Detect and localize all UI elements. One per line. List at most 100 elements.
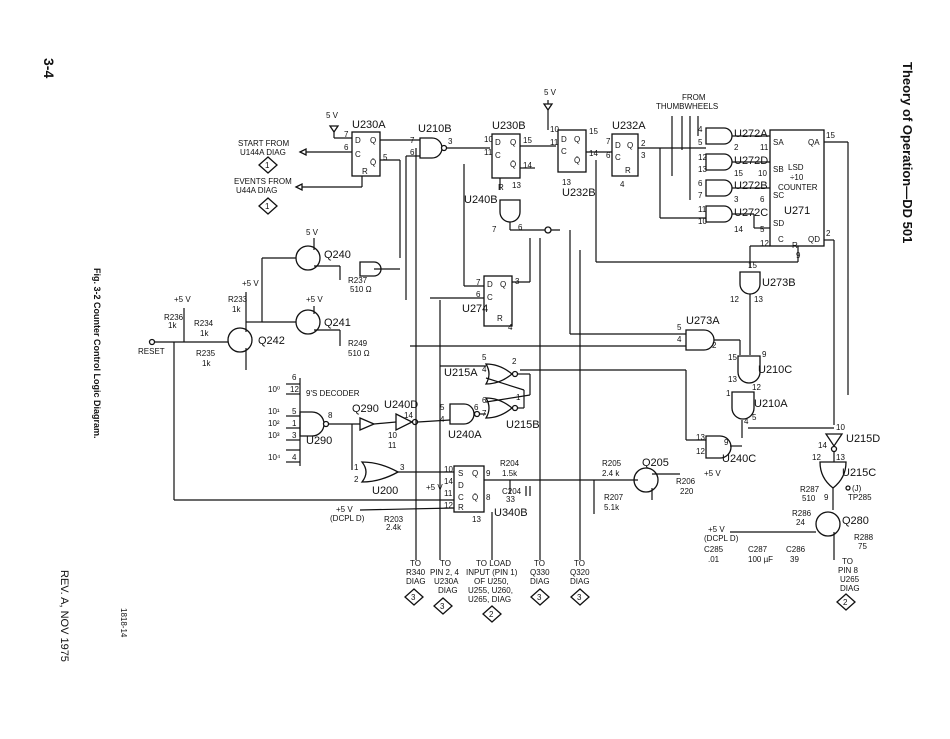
svg-text:11: 11 [484, 148, 493, 157]
svg-text:10: 10 [758, 169, 767, 178]
svg-text:5: 5 [677, 323, 682, 332]
u240a-gate [449, 403, 475, 425]
svg-text:1k: 1k [202, 359, 211, 368]
u215d-buffer [824, 433, 844, 448]
svg-text:+5 V: +5 V [306, 295, 323, 304]
svg-text:QA: QA [808, 138, 820, 147]
svg-text:12: 12 [698, 153, 707, 162]
u215a-gate [484, 363, 514, 385]
svg-text:15: 15 [728, 353, 737, 362]
svg-text:+5 V: +5 V [708, 525, 725, 534]
svg-text:R: R [498, 183, 504, 192]
u210b-label: U210B [418, 123, 452, 135]
svg-text:C286: C286 [786, 545, 806, 554]
svg-text:100 µF: 100 µF [748, 555, 773, 564]
svg-text:10: 10 [836, 423, 845, 432]
svg-text:SA: SA [773, 138, 784, 147]
svg-text:12: 12 [444, 501, 453, 510]
svg-text:4: 4 [440, 415, 445, 424]
svg-text:14: 14 [734, 225, 743, 234]
svg-text:15: 15 [523, 136, 532, 145]
svg-text:D: D [355, 136, 361, 145]
u240c-label: U240C [722, 453, 756, 465]
svg-text:5: 5 [482, 353, 487, 362]
svg-text:(DCPL D): (DCPL D) [704, 534, 739, 543]
svg-text:1k: 1k [232, 305, 241, 314]
svg-text:QD: QD [808, 235, 820, 244]
svg-text:R234: R234 [194, 319, 214, 328]
svg-text:9: 9 [824, 493, 829, 502]
svg-text:TO: TO [410, 559, 421, 568]
u272d-label: U272D [734, 155, 768, 167]
svg-text:510 Ω: 510 Ω [350, 285, 372, 294]
start-label-1: START FROM [238, 139, 289, 148]
svg-text:75: 75 [858, 542, 867, 551]
svg-text:U265: U265 [840, 575, 860, 584]
svg-text:14: 14 [818, 441, 827, 450]
svg-text:13: 13 [836, 453, 845, 462]
u210c-label: U210C [758, 364, 792, 376]
u232a-label: U232A [612, 120, 646, 132]
u272-gates [705, 127, 733, 223]
svg-text:4: 4 [677, 335, 682, 344]
svg-text:(DCPL D): (DCPL D) [330, 514, 365, 523]
svg-text:33: 33 [506, 495, 515, 504]
svg-text:13: 13 [562, 178, 571, 187]
svg-text:÷10: ÷10 [790, 173, 804, 182]
svg-text:6: 6 [698, 179, 703, 188]
svg-text:R236: R236 [164, 313, 184, 322]
svg-text:R340: R340 [406, 568, 426, 577]
svg-text:2: 2 [641, 139, 646, 148]
svg-text:6: 6 [476, 290, 481, 299]
svg-text:R207: R207 [604, 493, 624, 502]
svg-text:D: D [458, 481, 464, 490]
svg-text:1: 1 [265, 161, 270, 170]
or-gate [359, 261, 382, 277]
page-number: 3-4 [41, 58, 57, 79]
svg-text:2: 2 [712, 341, 717, 350]
svg-text:11: 11 [444, 489, 453, 498]
svg-text:1: 1 [354, 463, 359, 472]
u210a-gate [731, 391, 755, 420]
svg-text:12: 12 [812, 453, 821, 462]
q280-label: Q280 [842, 515, 869, 527]
svg-text:5: 5 [760, 225, 765, 234]
svg-text:C: C [561, 147, 567, 156]
svg-text:+5 V: +5 V [426, 483, 443, 492]
svg-text:8: 8 [486, 493, 491, 502]
svg-text:1: 1 [726, 389, 731, 398]
svg-text:3: 3 [400, 463, 405, 472]
events-label-2: U44A DIAG [236, 186, 277, 195]
diag-ref-marker-icon [258, 156, 278, 174]
svg-text:C: C [458, 493, 464, 502]
u210a-label: U210A [754, 398, 788, 410]
svg-text:10⁰: 10⁰ [268, 385, 280, 394]
svg-text:12: 12 [752, 383, 761, 392]
svg-text:SB: SB [773, 165, 784, 174]
svg-text:10⁴: 10⁴ [268, 453, 281, 462]
svg-text:15: 15 [748, 261, 757, 270]
svg-text:6: 6 [474, 403, 479, 412]
u210c-gate [737, 355, 761, 384]
u215a-label: U215A [444, 367, 478, 379]
svg-text:2: 2 [512, 357, 517, 366]
svg-text:7: 7 [606, 137, 611, 146]
svg-text:D: D [615, 141, 621, 150]
vcc-arrow-icon [542, 103, 554, 112]
svg-text:3: 3 [577, 593, 582, 602]
svg-text:C: C [355, 150, 361, 159]
svg-text:2: 2 [489, 610, 494, 619]
svg-text:2.4k: 2.4k [386, 523, 402, 532]
u200-label: U200 [372, 485, 398, 497]
svg-text:Q330: Q330 [530, 568, 550, 577]
svg-text:+5 V: +5 V [336, 505, 353, 514]
svg-text:Q: Q [370, 136, 376, 145]
svg-text:11: 11 [388, 441, 397, 450]
svg-text:C: C [495, 151, 501, 160]
svg-text:D: D [495, 138, 501, 147]
revision-note: REV. A, NOV 1975 [58, 570, 70, 662]
svg-text:INPUT (PIN 1): INPUT (PIN 1) [466, 568, 518, 577]
